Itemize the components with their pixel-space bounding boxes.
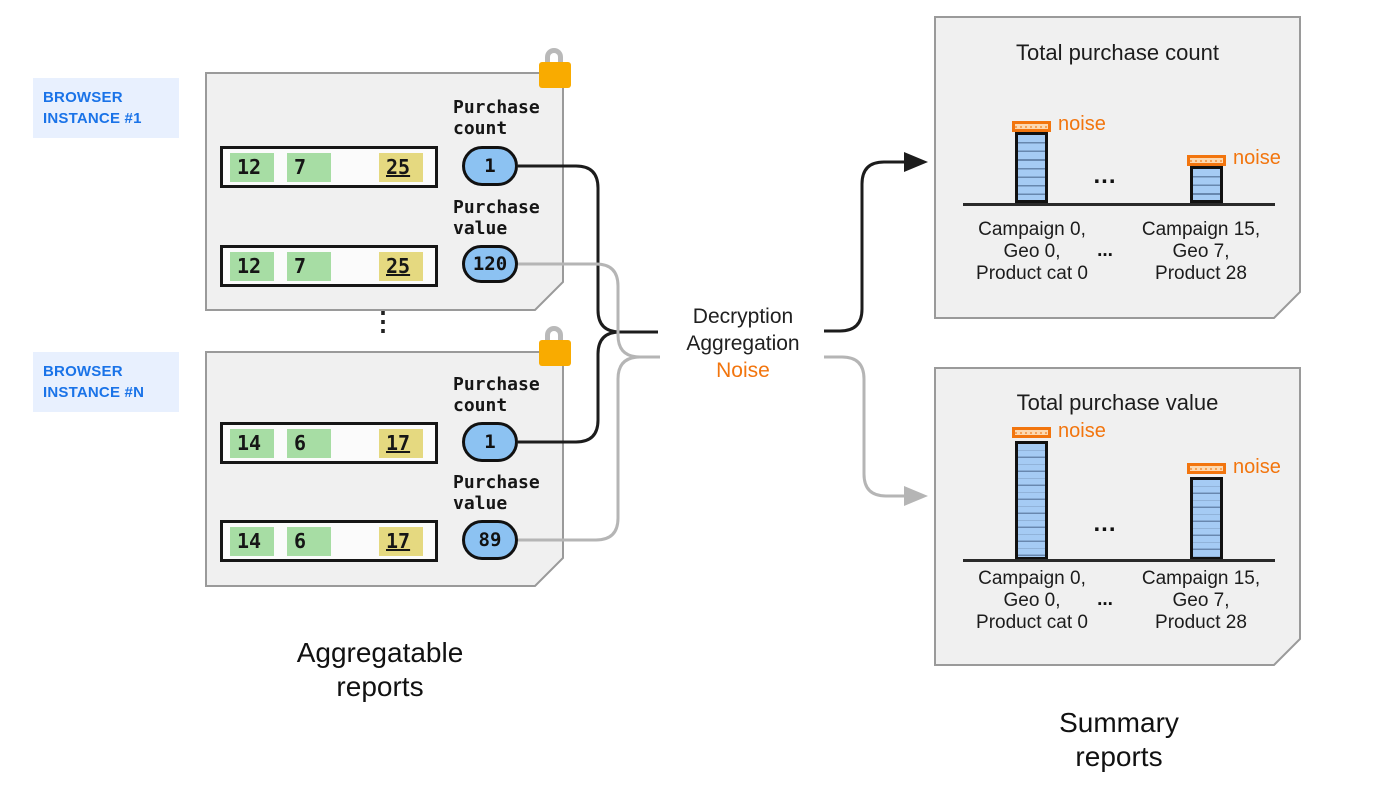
bucket-key-chip: 25 (379, 152, 423, 182)
purchase-count-label: Purchase count (453, 374, 540, 416)
purchase-count-label: Purchase count (453, 97, 540, 139)
process-step-aggregation: Aggregation (686, 332, 800, 355)
noise-cap (1187, 155, 1226, 166)
browser-instance-n-label: BROWSER INSTANCE #N (33, 352, 179, 412)
bucket-key-chip: 17 (379, 428, 423, 458)
value-arrowhead (904, 486, 928, 506)
purchase-count-bubble: 1 (462, 422, 518, 462)
noise-cap (1012, 427, 1051, 438)
bar (1015, 441, 1048, 560)
process-step-decryption: Decryption (692, 305, 794, 328)
contribution-row: 14 6 17 (220, 520, 438, 562)
contribution-row: 12 7 25 (220, 245, 438, 287)
noise-label: noise (1058, 420, 1106, 442)
bar (1190, 477, 1223, 560)
lock-body (539, 62, 571, 88)
contribution-chip: 12 (230, 152, 274, 182)
contribution-chip: 14 (230, 428, 274, 458)
axis-baseline (963, 559, 1275, 562)
contribution-chip: 14 (230, 526, 274, 556)
bucket-key-chip: 17 (379, 526, 423, 556)
process-step-list: Decryption Aggregation Noise (633, 303, 853, 384)
more-instances-ellipsis: ⋮ (370, 306, 396, 336)
contribution-chip: 7 (287, 152, 331, 182)
purchase-value-bubble: 120 (462, 245, 518, 283)
purchase-count-bubble: 1 (462, 146, 518, 186)
categories-ellipsis: ... (1097, 589, 1113, 610)
count-flow-lines (518, 160, 904, 444)
axis-baseline (963, 203, 1275, 206)
contribution-row: 14 6 17 (220, 422, 438, 464)
chart-title: Total purchase value (1016, 390, 1219, 415)
browser-instance-1-label: BROWSER INSTANCE #1 (33, 78, 179, 138)
category-label: Campaign 0, Geo 0, Product cat 0 (976, 568, 1088, 633)
noise-label: noise (1233, 456, 1281, 478)
category-label: Campaign 0, Geo 0, Product cat 0 (976, 219, 1088, 284)
category-label: Campaign 15, Geo 7, Product 28 (1141, 568, 1261, 633)
contribution-chip: 6 (287, 526, 331, 556)
lock-icon (539, 326, 571, 366)
purchase-value-label: Purchase value (453, 472, 540, 514)
aggregatable-reports-caption: Aggregatable reports (296, 637, 464, 702)
lock-shackle (545, 48, 563, 68)
categories-ellipsis: ... (1097, 240, 1113, 261)
noise-cap (1187, 463, 1226, 474)
process-step-noise: Noise (716, 359, 770, 382)
lock-icon (539, 48, 571, 88)
noise-label: noise (1058, 113, 1106, 135)
category-label: Campaign 15, Geo 7, Product 28 (1141, 219, 1261, 284)
bar (1190, 166, 1223, 203)
bars-ellipsis: ... (1093, 162, 1117, 189)
noise-cap (1012, 121, 1051, 132)
contribution-row: 12 7 25 (220, 146, 438, 188)
bar (1015, 132, 1048, 203)
summary-reports-caption: Summary reports (1059, 707, 1179, 772)
noise-label: noise (1233, 147, 1281, 169)
purchase-value-bubble: 89 (462, 520, 518, 560)
count-arrowhead (904, 152, 928, 172)
purchase-value-label: Purchase value (453, 197, 540, 239)
bars-ellipsis: ... (1093, 510, 1117, 537)
lock-body (539, 340, 571, 366)
contribution-chip: 6 (287, 428, 331, 458)
bucket-key-chip: 25 (379, 251, 423, 281)
contribution-chip: 7 (287, 251, 331, 281)
contribution-chip: 12 (230, 251, 274, 281)
chart-title: Total purchase count (1015, 40, 1220, 65)
